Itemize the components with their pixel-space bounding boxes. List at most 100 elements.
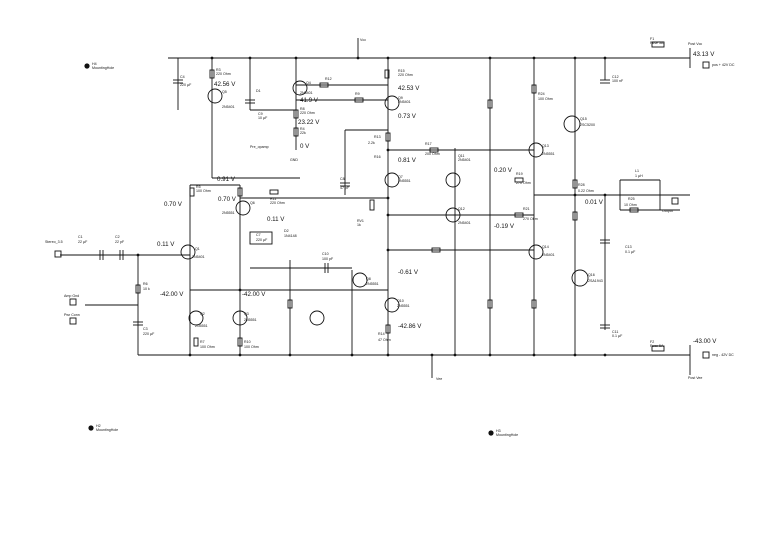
voltage-q3: -42.00 V bbox=[242, 291, 266, 298]
connector-neg-supply: neg - 42V DC bbox=[712, 353, 734, 357]
h4-label: MountingHole bbox=[92, 66, 114, 70]
svg-text:220 Ohm: 220 Ohm bbox=[270, 201, 285, 205]
svg-text:2N5401: 2N5401 bbox=[398, 100, 411, 104]
svg-text:100 Ohm: 100 Ohm bbox=[200, 345, 215, 349]
svg-text:Q3: Q3 bbox=[244, 312, 249, 316]
svg-text:2N5401: 2N5401 bbox=[222, 105, 235, 109]
rail-post-vcc: Post Vcc bbox=[688, 42, 702, 46]
svg-text:220 Ohm: 220 Ohm bbox=[398, 73, 413, 77]
svg-text:C8: C8 bbox=[340, 177, 345, 181]
svg-text:Q11: Q11 bbox=[458, 154, 465, 158]
svg-text:Q7: Q7 bbox=[398, 175, 403, 179]
voltage-c9: 23.22 V bbox=[298, 119, 320, 126]
svg-text:Q4: Q4 bbox=[306, 81, 311, 85]
svg-text:2N5401: 2N5401 bbox=[458, 221, 471, 225]
svg-text:R10: R10 bbox=[244, 340, 251, 344]
svg-text:10 k: 10 k bbox=[143, 287, 150, 291]
connector-mute: Amp Gnd bbox=[64, 294, 79, 298]
svg-text:Q1: Q1 bbox=[195, 247, 200, 251]
mounting-hole-h2 bbox=[88, 425, 94, 431]
connector-pos-supply: pos + 42V DC bbox=[712, 63, 735, 67]
fuse-f1-ref: F1 bbox=[650, 37, 654, 41]
svg-text:10 µF: 10 µF bbox=[258, 116, 268, 120]
svg-text:200 Ohm: 200 Ohm bbox=[425, 152, 440, 156]
svg-text:2N5401: 2N5401 bbox=[458, 158, 471, 162]
node-voltages: 42.56 V 41.9 V 23.22 V 0 V 42.53 V 0.73 … bbox=[157, 51, 717, 345]
svg-text:2N5551: 2N5551 bbox=[244, 318, 257, 322]
svg-text:R11: R11 bbox=[270, 197, 276, 201]
junctions bbox=[136, 56, 607, 357]
svg-text:10 Ohm: 10 Ohm bbox=[624, 203, 637, 207]
voltage-q5: 0.91 V bbox=[217, 176, 236, 183]
voltage-q6: 0.70 V bbox=[218, 196, 237, 203]
svg-text:R9: R9 bbox=[355, 92, 360, 96]
components bbox=[135, 41, 665, 352]
svg-text:R24: R24 bbox=[538, 92, 545, 96]
mounting-hole-h3 bbox=[488, 430, 494, 436]
svg-text:2.2k: 2.2k bbox=[368, 141, 375, 145]
svg-text:220 µF: 220 µF bbox=[143, 332, 155, 336]
svg-text:L1: L1 bbox=[635, 169, 639, 173]
svg-text:Q9: Q9 bbox=[398, 96, 403, 100]
svg-text:2N5401: 2N5401 bbox=[300, 91, 313, 95]
voltage-out: 0.01 V bbox=[585, 199, 604, 206]
svg-text:Q2: Q2 bbox=[200, 312, 205, 316]
svg-text:D1: D1 bbox=[256, 89, 261, 93]
voltage-pre: 0 V bbox=[300, 143, 310, 150]
svg-text:100 nF: 100 nF bbox=[612, 79, 624, 83]
voltage-q9: 42.53 V bbox=[398, 85, 420, 92]
fuse-f2-value: Fuse 5A bbox=[650, 344, 664, 348]
svg-text:R14: R14 bbox=[378, 332, 385, 336]
fuse-f2-ref: F2 bbox=[650, 340, 654, 344]
svg-text:2SC5200: 2SC5200 bbox=[580, 123, 595, 127]
svg-text:2N5551: 2N5551 bbox=[397, 304, 410, 308]
svg-text:47 Ohm: 47 Ohm bbox=[378, 338, 391, 342]
svg-text:1N4148: 1N4148 bbox=[284, 234, 297, 238]
svg-text:RV1: RV1 bbox=[357, 219, 364, 223]
svg-text:Q14: Q14 bbox=[542, 245, 549, 249]
svg-text:R8: R8 bbox=[300, 107, 305, 111]
svg-text:270 Ohm: 270 Ohm bbox=[523, 217, 538, 221]
svg-text:Q12: Q12 bbox=[458, 207, 465, 211]
svg-text:C12: C12 bbox=[612, 75, 619, 79]
transistors bbox=[180, 80, 589, 326]
voltage-neg: -43.00 V bbox=[693, 338, 717, 345]
svg-text:Q8: Q8 bbox=[366, 277, 371, 281]
voltage-q9e: 0.73 V bbox=[398, 113, 417, 120]
svg-text:1 µH: 1 µH bbox=[635, 174, 643, 178]
svg-text:22 pF: 22 pF bbox=[115, 240, 125, 244]
labels: H4 MountingHole H2 MountingHole H3 Mount… bbox=[45, 37, 735, 437]
h3-ref: H3 bbox=[496, 429, 501, 433]
svg-text:R25: R25 bbox=[628, 197, 635, 201]
svg-text:Q16: Q16 bbox=[588, 273, 595, 277]
svg-text:R4: R4 bbox=[300, 127, 305, 131]
svg-text:2N5551: 2N5551 bbox=[542, 152, 555, 156]
svg-text:R21: R21 bbox=[523, 207, 530, 211]
svg-text:100 Ohm: 100 Ohm bbox=[538, 97, 553, 101]
svg-text:100 Ohm: 100 Ohm bbox=[244, 345, 259, 349]
svg-text:R16: R16 bbox=[374, 155, 381, 159]
voltage-q11: 0.20 V bbox=[494, 167, 513, 174]
svg-text:220 Ohm: 220 Ohm bbox=[300, 111, 315, 115]
svg-text:C10: C10 bbox=[322, 252, 329, 256]
connector-pins bbox=[54, 61, 710, 359]
connector-input: Stereo_3.5 bbox=[45, 240, 63, 244]
svg-text:R7: R7 bbox=[200, 340, 205, 344]
svg-text:R5: R5 bbox=[196, 185, 201, 189]
svg-text:Q15: Q15 bbox=[580, 117, 587, 121]
h4-ref: H4 bbox=[92, 62, 97, 66]
voltage-q10: -0.61 V bbox=[398, 269, 419, 276]
rail-vcc: Vcc bbox=[360, 38, 366, 42]
svg-text:100 Ohm: 100 Ohm bbox=[196, 189, 211, 193]
svg-text:100 pF: 100 pF bbox=[322, 257, 334, 261]
svg-text:R6: R6 bbox=[143, 282, 148, 286]
svg-text:0.1 µF: 0.1 µF bbox=[625, 250, 636, 254]
svg-text:Q13: Q13 bbox=[542, 144, 549, 148]
svg-text:0.1 µF: 0.1 µF bbox=[612, 334, 623, 338]
voltage-q8: -42.86 V bbox=[398, 323, 422, 330]
svg-text:22 µF: 22 µF bbox=[78, 240, 88, 244]
svg-text:270 Ohm: 270 Ohm bbox=[516, 181, 531, 185]
voltage-r2: 42.56 V bbox=[214, 81, 236, 88]
voltage-q2: -42.00 V bbox=[160, 291, 184, 298]
